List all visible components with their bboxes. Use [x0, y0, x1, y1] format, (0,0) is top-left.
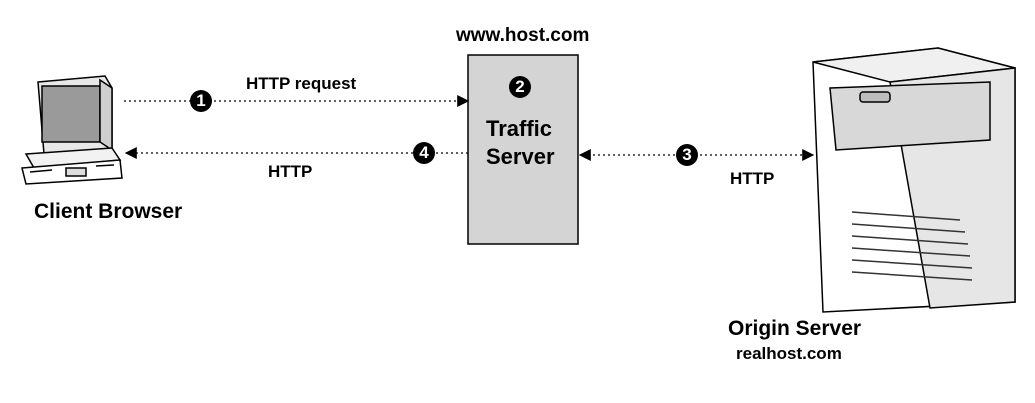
host-label: www.host.com — [456, 25, 590, 46]
step-1-badge: 1 — [190, 90, 212, 112]
origin-server-label: Origin Server — [728, 317, 862, 340]
http-request-label: HTTP request — [246, 74, 357, 93]
tower-server-icon — [812, 47, 1016, 313]
flow-lines — [124, 95, 815, 161]
http-response-label: HTTP — [268, 162, 313, 181]
step-4-badge: 4 — [413, 142, 435, 164]
step-2-badge: 2 — [509, 76, 531, 98]
client-browser-label: Client Browser — [34, 200, 183, 223]
traffic-server-label-line1: Traffic — [486, 116, 553, 141]
step-3-badge: 3 — [676, 144, 698, 166]
traffic-server-label-line2: Server — [486, 144, 555, 169]
desktop-computer-icon — [21, 75, 123, 185]
http-origin-label: HTTP — [730, 169, 775, 188]
origin-host-label: realhost.com — [736, 344, 842, 363]
